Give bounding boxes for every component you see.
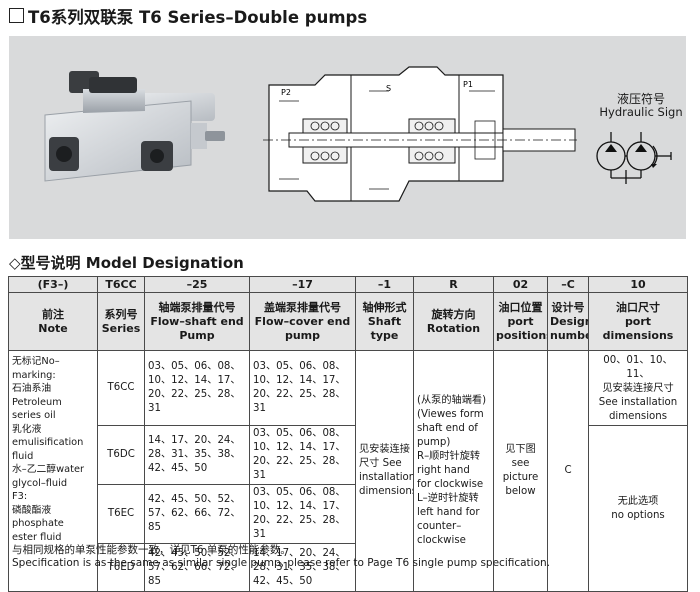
- section-title: ◇型号说明 Model Designation: [9, 254, 244, 272]
- rotation-cell: (从泵的轴端看) (Viewes form shaft end of pump)…: [413, 350, 494, 592]
- cross-section-drawing: P2 S P1: [263, 66, 577, 202]
- table-row: T6DC 14、17、20、24、 28、31、35、38、 42、45、50 …: [9, 425, 688, 592]
- code-rotation: R: [413, 276, 494, 293]
- header-port-dim: 油口尺寸 port dimensions: [588, 292, 688, 351]
- header-series: 系列号 Series: [97, 292, 145, 351]
- code-shaft-type: –1: [355, 276, 414, 293]
- title-checkbox-icon: [9, 8, 24, 23]
- header-shaft-pump: 轴端泵排量代号 Flow–shaft end Pump: [144, 292, 250, 351]
- shaft-type-cell: 见安装连接 尺寸 See installation dimensions: [355, 350, 414, 592]
- header-row: 前注 Note 系列号 Series 轴端泵排量代号 Flow–shaft en…: [8, 292, 688, 351]
- shaft-pump-cell: 14、17、20、24、 28、31、35、38、 42、45、50: [144, 425, 250, 485]
- hydraulic-symbol-icon: [596, 132, 672, 184]
- table-row: 无标记No– marking: 石油系油 Petroleum series oi…: [8, 350, 688, 592]
- code-row: (F3–) T6CC –25 –17 –1 R 02 –C 10: [8, 276, 688, 293]
- model-designation-table: (F3–) T6CC –25 –17 –1 R 02 –C 10 前注 Note…: [8, 276, 688, 592]
- series-cell: T6EC: [97, 484, 145, 544]
- cover-pump-cell: 03、05、06、08、 10、12、14、17、 20、22、25、28、31: [249, 425, 356, 485]
- series-cell: T6CC: [97, 350, 145, 426]
- port-dim-top-cell: 00、01、10、11、 见安装连接尺寸 See installation di…: [588, 350, 688, 426]
- code-note: (F3–): [8, 276, 98, 293]
- section-title-text: 型号说明 Model Designation: [20, 254, 244, 272]
- port-dim-bottom-cell: 无此选项 no options: [588, 425, 688, 592]
- footer-note-cn: 与相同规格的单泵性能参数一致，详见T6 单泵的性能参数。: [12, 544, 291, 556]
- cover-pump-cell: 03、05、06、08、 10、12、14、17、 20、22、25、28、31: [249, 350, 356, 426]
- header-note: 前注 Note: [8, 292, 98, 351]
- footer-note-en: Specification is as the same as similar …: [12, 557, 551, 569]
- header-cover-pump: 盖端泵排量代号 Flow–cover end pump: [249, 292, 356, 351]
- note-cell: 无标记No– marking: 石油系油 Petroleum series oi…: [8, 350, 98, 592]
- code-shaft-pump: –25: [144, 276, 250, 293]
- header-ports: 油口位置 port positions: [493, 292, 548, 351]
- header-design: 设计号 Design number: [547, 292, 589, 351]
- cover-pump-cell: 03、05、06、08、 10、12、14、17、 20、22、25、28、31: [249, 484, 356, 544]
- hydraulic-sign-title-cn: 液压符号: [616, 92, 665, 106]
- code-cover-pump: –17: [249, 276, 356, 293]
- shaft-pump-cell: 42、45、50、52、 57、62、66、72、85: [144, 484, 250, 544]
- series-cell: T6DC: [97, 425, 145, 485]
- shaft-pump-cell: 03、05、06、08、 10、12、14、17、 20、22、25、28、31: [144, 350, 250, 426]
- drawing-label-p1: P1: [463, 80, 473, 89]
- code-design: –C: [547, 276, 589, 293]
- header-shaft-type: 轴伸形式 Shaft type: [355, 292, 414, 351]
- design-cell: C: [547, 350, 589, 592]
- code-port-dim: 10: [588, 276, 688, 293]
- drawing-label-p2: P2: [281, 88, 291, 97]
- pump-photo: [44, 71, 225, 182]
- header-rotation: 旋转方向 Rotation: [413, 292, 494, 351]
- page-title: T6系列双联泵 T6 Series–Double pumps: [28, 8, 368, 27]
- ports-cell: 见下图 see picture below: [493, 350, 548, 592]
- code-series: T6CC: [97, 276, 145, 293]
- hydraulic-sign-title-en: Hydraulic Sign: [599, 105, 683, 119]
- drawing-label-s: S: [386, 84, 391, 93]
- code-ports: 02: [493, 276, 548, 293]
